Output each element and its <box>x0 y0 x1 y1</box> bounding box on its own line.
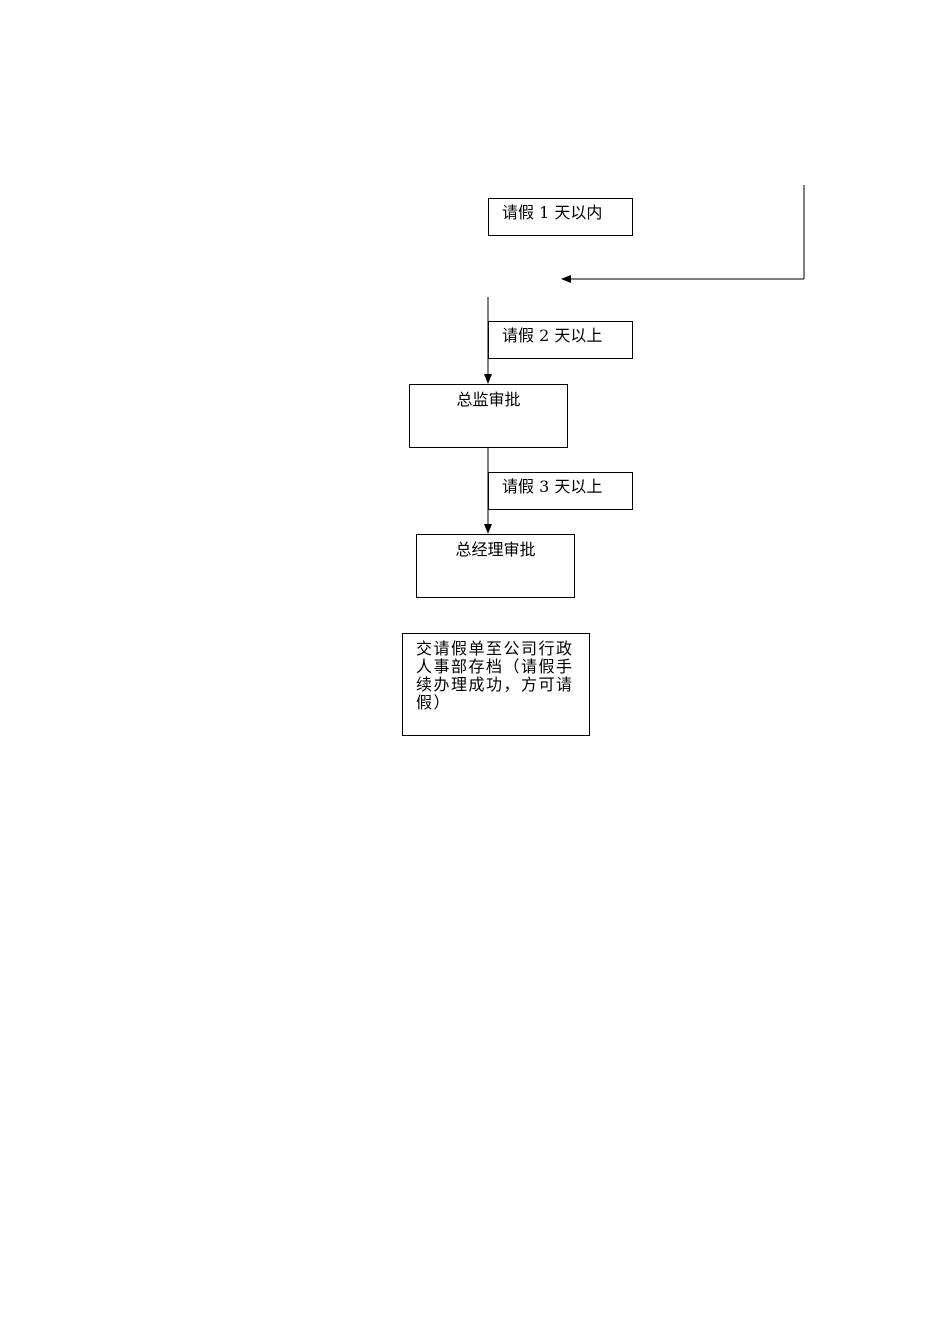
step-director-approval-text: 总监审批 <box>456 390 521 409</box>
condition-over-2-days-text: 请假 2 天以上 <box>502 326 603 345</box>
condition-within-1-day: 请假 1 天以内 <box>488 198 633 236</box>
step-gm-approval-text: 总经理审批 <box>455 540 536 559</box>
step-file-archive-text: 交请假单至公司行政人事部存档（请假手续办理成功，方可请假） <box>416 639 574 712</box>
condition-over-3-days-text: 请假 3 天以上 <box>502 477 603 496</box>
step-director-approval: 总监审批 <box>409 384 568 448</box>
condition-within-1-day-text: 请假 1 天以内 <box>502 203 603 222</box>
step-gm-approval: 总经理审批 <box>416 534 575 598</box>
step-file-archive: 交请假单至公司行政人事部存档（请假手续办理成功，方可请假） <box>402 633 590 736</box>
condition-over-3-days: 请假 3 天以上 <box>488 472 633 510</box>
condition-over-2-days: 请假 2 天以上 <box>488 321 633 359</box>
